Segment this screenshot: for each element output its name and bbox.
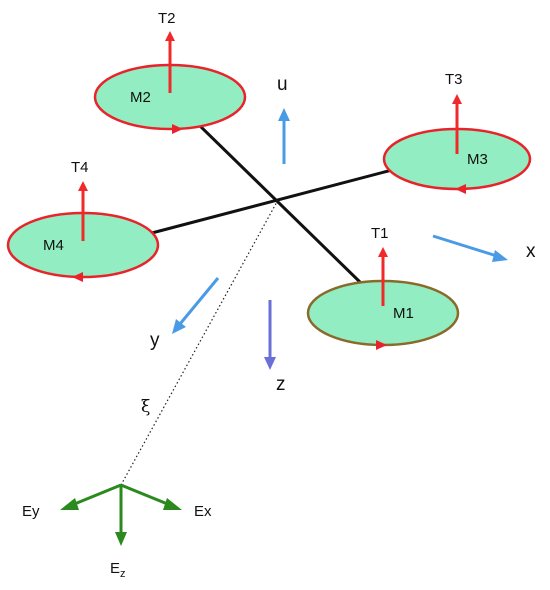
motor-label-m4: M4 (43, 237, 64, 254)
earth-ey-arrow (71, 483, 122, 507)
earth-ex-label: Ex (194, 503, 212, 520)
thrust-label-t2: T2 (158, 10, 176, 27)
x-axis-arrow (432, 234, 498, 258)
z-axis-arrowhead (264, 357, 276, 370)
z-axis-label: z (276, 374, 286, 395)
thrust-label-t4: T4 (71, 159, 89, 176)
rotation-arrow-m2 (172, 124, 183, 134)
y-axis-label: y (150, 330, 160, 351)
earth-ey-label: Ey (22, 503, 40, 520)
earth-ez-subscript: z (120, 568, 126, 580)
y-axis-arrow (178, 277, 220, 325)
arm-m4-m3 (147, 168, 393, 236)
arm-m2-m1 (196, 122, 364, 286)
thrust-label-t3: T3 (445, 71, 463, 88)
x-axis-label: x (526, 241, 536, 262)
earth-ey-arrowhead (60, 498, 79, 510)
offset-label: ξ (141, 397, 150, 417)
y-axis-arrowhead (172, 319, 186, 334)
u-axis-label: u (277, 74, 288, 95)
earth-ex-arrowhead (163, 498, 182, 510)
rotation-arrow-m3 (455, 184, 466, 194)
motor-label-m3: M3 (467, 151, 488, 168)
thrust-label-t1: T1 (371, 225, 389, 242)
earth-ez-label: Ez (110, 560, 126, 580)
earth-ez-arrowhead (115, 532, 127, 546)
rotation-arrow-m1 (376, 340, 387, 350)
earth-ex-arrow (120, 483, 171, 507)
x-axis-arrowhead (492, 250, 508, 262)
motor-label-m2: M2 (130, 89, 151, 106)
u-axis-arrowhead (278, 108, 290, 121)
rotation-arrow-m4 (72, 272, 83, 282)
earth-ez-base: E (110, 560, 120, 577)
motor-label-m1: M1 (393, 305, 414, 322)
